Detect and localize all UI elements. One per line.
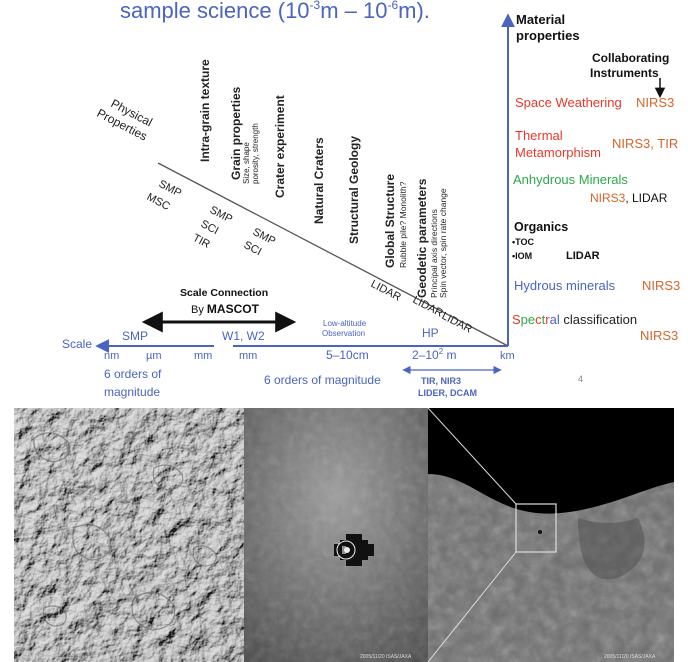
material-axis-title-1: Material bbox=[516, 12, 565, 27]
material-anhydrous: Anhydrous Minerals bbox=[513, 172, 628, 187]
material-anhydrous-instr: NIRS3, LIDAR bbox=[590, 191, 668, 205]
material-hydrous-instr: NIRS3 bbox=[642, 278, 680, 293]
material-thermal-1: Thermal bbox=[515, 128, 563, 143]
prop-grain-sub1: Size, shape bbox=[242, 142, 251, 184]
scale-top-hp: HP bbox=[422, 326, 439, 340]
scale-axis-label: Scale bbox=[62, 337, 92, 351]
prop-crater-experiment: Crater experiment bbox=[273, 95, 287, 198]
material-space-weathering-instr: NIRS3 bbox=[636, 95, 674, 110]
unit-um: µm bbox=[146, 350, 162, 362]
orders2: 6 orders of magnitude bbox=[264, 373, 381, 387]
photo-surface-closeup bbox=[14, 408, 244, 662]
prop-global-structure-sub: Rubble pile? Monolith? bbox=[398, 181, 408, 268]
photo2-caption: 2005/11/20 ISAS/JAXA bbox=[360, 654, 412, 660]
scale-top-smp: SMP bbox=[122, 329, 148, 343]
material-thermal-2: Metamorphism bbox=[515, 145, 601, 160]
scale-top-w1w2: W1, W2 bbox=[222, 329, 265, 343]
material-space-weathering: Space Weathering bbox=[515, 95, 622, 110]
prop-global-structure: Global Structure bbox=[383, 174, 397, 268]
prop-grain-sub2: porosity, strength bbox=[251, 123, 260, 184]
zoom-line-2 bbox=[428, 551, 517, 662]
diag-instr-lidar-3: LIDAR bbox=[440, 310, 474, 336]
unit-km: km bbox=[500, 350, 515, 362]
photo-asteroid: 2005/11/20 ISAS/JAXA bbox=[428, 408, 674, 662]
page-number: 4 bbox=[578, 374, 583, 384]
orders1-line2: magnitude bbox=[104, 385, 160, 399]
material-axis-title-2: properties bbox=[516, 28, 580, 43]
low-altitude-line2: Observation bbox=[322, 329, 365, 338]
prop-geodetic-sub1: Principal axis directions bbox=[429, 209, 439, 298]
hp-instr-line2: LIDER, DCAM bbox=[418, 388, 477, 398]
material-hydrous: Hydrous minerals bbox=[514, 278, 616, 293]
prop-grain: Grain properties bbox=[229, 86, 243, 180]
header-title: sample science (10-3m – 10-6m). bbox=[120, 0, 430, 23]
orders1-line1: 6 orders of bbox=[104, 367, 162, 381]
diag-instr-sci-2: SCI bbox=[242, 239, 264, 258]
unit-mm-1: mm bbox=[194, 350, 212, 362]
prop-structural-geology: Structural Geology bbox=[347, 136, 361, 244]
material-organics: Organics bbox=[514, 220, 568, 234]
scale-top-5-10cm: 5–10cm bbox=[326, 348, 369, 362]
unit-mm-2: mm bbox=[239, 350, 257, 362]
material-organics-toc: •TOC bbox=[512, 237, 534, 247]
photo-lander-shadow: 2005/11/20 ISAS/JAXA bbox=[244, 408, 428, 662]
diag-instr-tir: TIR bbox=[191, 232, 212, 251]
prop-geodetic: Geodetic parameters bbox=[415, 178, 429, 298]
scale-top-2-100m: 2–102 m bbox=[412, 347, 457, 362]
instruments-title-2: Instruments bbox=[590, 66, 659, 80]
material-organics-instr: LIDAR bbox=[566, 250, 600, 262]
scale-diagram: sample science (10-3m – 10-6m). Material… bbox=[62, 0, 680, 399]
scale-connection-line2: By MASCOT bbox=[191, 302, 260, 316]
prop-geodetic-sub2: Spin vector, spin rate change bbox=[438, 188, 448, 298]
zoom-box bbox=[515, 503, 557, 553]
instruments-title-1: Collaborating bbox=[592, 51, 669, 65]
low-altitude-line1: Low-altitude bbox=[323, 319, 367, 328]
photo3-caption: 2005/11/20 ISAS/JAXA bbox=[604, 654, 656, 660]
prop-intra-grain: Intra-grain texture bbox=[198, 59, 212, 162]
material-spectral-instr: NIRS3 bbox=[640, 328, 678, 343]
zoom-line-1 bbox=[428, 408, 517, 505]
material-organics-iom: •IOM bbox=[512, 251, 532, 261]
unit-nm: nm bbox=[104, 350, 119, 362]
material-spectral: Spectral classification bbox=[512, 312, 637, 327]
material-thermal-instr: NIRS3, TIR bbox=[612, 136, 678, 151]
physical-properties-label: Physical Properties bbox=[95, 96, 155, 143]
scale-connection-line1: Scale Connection bbox=[180, 287, 268, 299]
diagonal-axis-line bbox=[157, 162, 509, 347]
prop-natural-craters: Natural Craters bbox=[312, 137, 326, 224]
hp-instr-line1: TIR, NIR3 bbox=[421, 376, 461, 386]
